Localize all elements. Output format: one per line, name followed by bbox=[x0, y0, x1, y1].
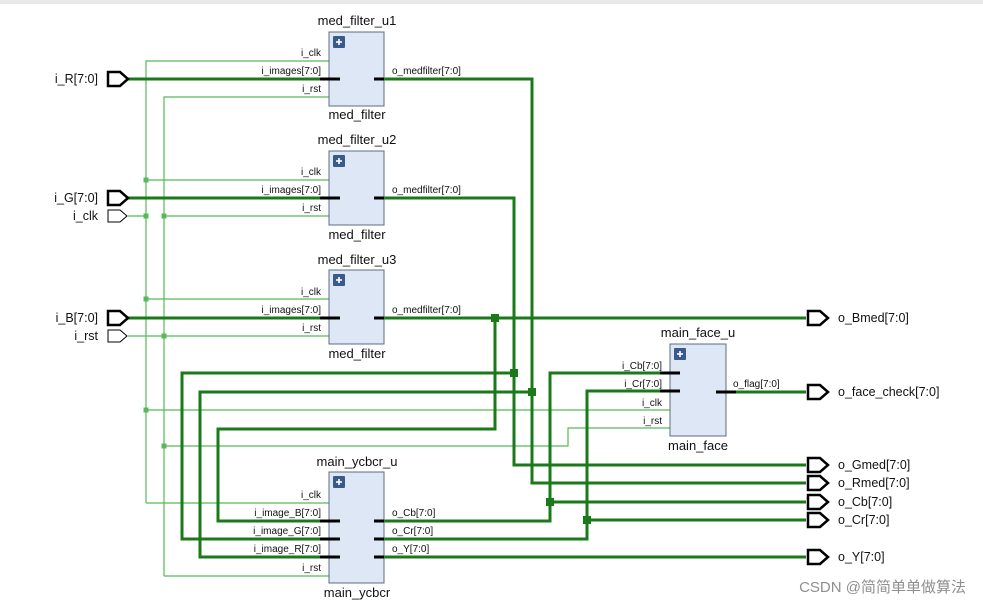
pin-label: o_medfilter[7:0] bbox=[392, 66, 461, 77]
block-type-name: main_ycbcr bbox=[324, 585, 391, 600]
port-label: o_Bmed[7:0] bbox=[838, 311, 909, 325]
plus-icon[interactable] bbox=[333, 476, 345, 488]
port-label: o_Gmed[7:0] bbox=[838, 458, 910, 472]
port-arrow-icon bbox=[806, 309, 830, 327]
port-label: i_rst bbox=[74, 329, 98, 343]
port-arrow-icon bbox=[106, 189, 130, 207]
pin-label: o_flag[7:0] bbox=[733, 379, 780, 390]
port-label: o_Rmed[7:0] bbox=[838, 476, 910, 490]
pin-label: i_rst bbox=[643, 416, 662, 427]
block-instance-name: main_ycbcr_u bbox=[317, 454, 398, 469]
input-port-i-clk[interactable]: i_clk bbox=[73, 209, 128, 223]
block-main-ycbcr-u[interactable]: main_ycbcr_u i_clk i_image_B[7:0] i_imag… bbox=[253, 454, 435, 600]
block-instance-name: med_filter_u1 bbox=[318, 13, 397, 28]
input-port-i-rst[interactable]: i_rst bbox=[74, 329, 128, 343]
port-arrow-icon bbox=[107, 329, 128, 343]
pin-label: i_rst bbox=[302, 323, 321, 334]
port-arrow-icon bbox=[106, 70, 130, 88]
pin-label: o_Y[7:0] bbox=[392, 544, 429, 555]
pin-label: i_clk bbox=[301, 490, 322, 501]
bus-junctions bbox=[491, 314, 591, 524]
pin-label: o_Cb[7:0] bbox=[392, 508, 436, 519]
output-port-o-Gmed[interactable]: o_Gmed[7:0] bbox=[806, 456, 910, 474]
pin-label: o_medfilter[7:0] bbox=[392, 305, 461, 316]
port-arrow-icon bbox=[806, 474, 830, 492]
output-port-o-Cb[interactable]: o_Cb[7:0] bbox=[806, 493, 892, 511]
pin-label: i_image_B[7:0] bbox=[254, 508, 321, 519]
port-arrow-icon bbox=[806, 383, 830, 401]
net-junctions bbox=[143, 177, 167, 449]
block-med-filter-u3[interactable]: med_filter_u3 i_clk i_images[7:0] i_rst … bbox=[262, 252, 462, 361]
port-label: i_B[7:0] bbox=[56, 311, 98, 325]
block-med-filter-u2[interactable]: med_filter_u2 i_clk i_images[7:0] i_rst … bbox=[262, 132, 462, 242]
block-type-name: med_filter bbox=[328, 346, 386, 361]
bus-cr bbox=[384, 389, 670, 541]
port-label: o_Cb[7:0] bbox=[838, 495, 892, 509]
block-body[interactable] bbox=[328, 471, 385, 584]
output-port-o-Rmed[interactable]: o_Rmed[7:0] bbox=[806, 474, 910, 492]
port-label: o_face_check[7:0] bbox=[838, 385, 939, 399]
port-arrow-icon bbox=[806, 548, 830, 566]
port-label: o_Cr[7:0] bbox=[838, 513, 889, 527]
input-port-i-B[interactable]: i_B[7:0] bbox=[56, 309, 130, 327]
port-arrow-icon bbox=[806, 456, 830, 474]
block-med-filter-u1[interactable]: med_filter_u1 i_clk i_images[7:0] i_rst … bbox=[262, 13, 462, 122]
block-type-name: med_filter bbox=[328, 227, 386, 242]
plus-icon[interactable] bbox=[333, 155, 345, 167]
top-border bbox=[0, 0, 983, 4]
pin-label: o_Cr[7:0] bbox=[392, 526, 433, 537]
pin-label: i_Cr[7:0] bbox=[624, 379, 662, 390]
pin-label: i_images[7:0] bbox=[262, 185, 322, 196]
port-label: o_Y[7:0] bbox=[838, 550, 885, 564]
pin-label: i_clk bbox=[642, 398, 663, 409]
input-port-i-R[interactable]: i_R[7:0] bbox=[55, 70, 130, 88]
port-arrow-icon bbox=[106, 309, 130, 327]
input-port-i-G[interactable]: i_G[7:0] bbox=[54, 189, 130, 207]
port-arrow-icon bbox=[806, 493, 830, 511]
block-instance-name: med_filter_u2 bbox=[318, 132, 397, 147]
pin-label: i_images[7:0] bbox=[262, 305, 322, 316]
output-port-o-Y[interactable]: o_Y[7:0] bbox=[806, 548, 885, 566]
pin-label: i_rst bbox=[302, 563, 321, 574]
plus-icon[interactable] bbox=[333, 274, 345, 286]
block-instance-name: med_filter_u3 bbox=[318, 252, 397, 267]
pin-label: i_rst bbox=[302, 203, 321, 214]
port-label: i_clk bbox=[73, 209, 99, 223]
port-label: i_R[7:0] bbox=[55, 72, 98, 86]
pin-label: o_medfilter[7:0] bbox=[392, 185, 461, 196]
block-body[interactable] bbox=[328, 269, 385, 345]
output-port-o-face-check[interactable]: o_face_check[7:0] bbox=[806, 383, 939, 401]
pin-label: i_clk bbox=[301, 48, 322, 59]
pin-label: i_rst bbox=[302, 84, 321, 95]
block-main-face-u[interactable]: main_face_u i_Cb[7:0] i_Cr[7:0] i_clk i_… bbox=[622, 325, 780, 453]
port-arrow-icon bbox=[107, 209, 128, 223]
bus-nets bbox=[128, 77, 806, 559]
clk-rst-nets bbox=[128, 60, 670, 577]
pin-label: i_clk bbox=[301, 287, 322, 298]
plus-icon[interactable] bbox=[674, 348, 686, 360]
net-clk bbox=[128, 60, 340, 217]
pin-label: i_Cb[7:0] bbox=[622, 361, 662, 372]
bus-cb bbox=[384, 371, 670, 523]
pin-label: i_clk bbox=[301, 167, 322, 178]
block-type-name: main_face bbox=[668, 438, 728, 453]
plus-icon[interactable] bbox=[333, 36, 345, 48]
port-arrow-icon bbox=[806, 511, 830, 529]
block-instance-name: main_face_u bbox=[661, 325, 735, 340]
bus-gmed bbox=[384, 196, 806, 467]
output-port-o-Bmed[interactable]: o_Bmed[7:0] bbox=[806, 309, 909, 327]
pin-label: i_images[7:0] bbox=[262, 66, 322, 77]
bus-rmed bbox=[384, 77, 806, 485]
pin-label: i_image_R[7:0] bbox=[254, 544, 321, 555]
watermark: CSDN @简简单单做算法 bbox=[799, 578, 966, 596]
block-type-name: med_filter bbox=[328, 107, 386, 122]
port-label: i_G[7:0] bbox=[54, 191, 98, 205]
output-port-o-Cr[interactable]: o_Cr[7:0] bbox=[806, 511, 889, 529]
pin-label: i_image_G[7:0] bbox=[253, 526, 321, 537]
